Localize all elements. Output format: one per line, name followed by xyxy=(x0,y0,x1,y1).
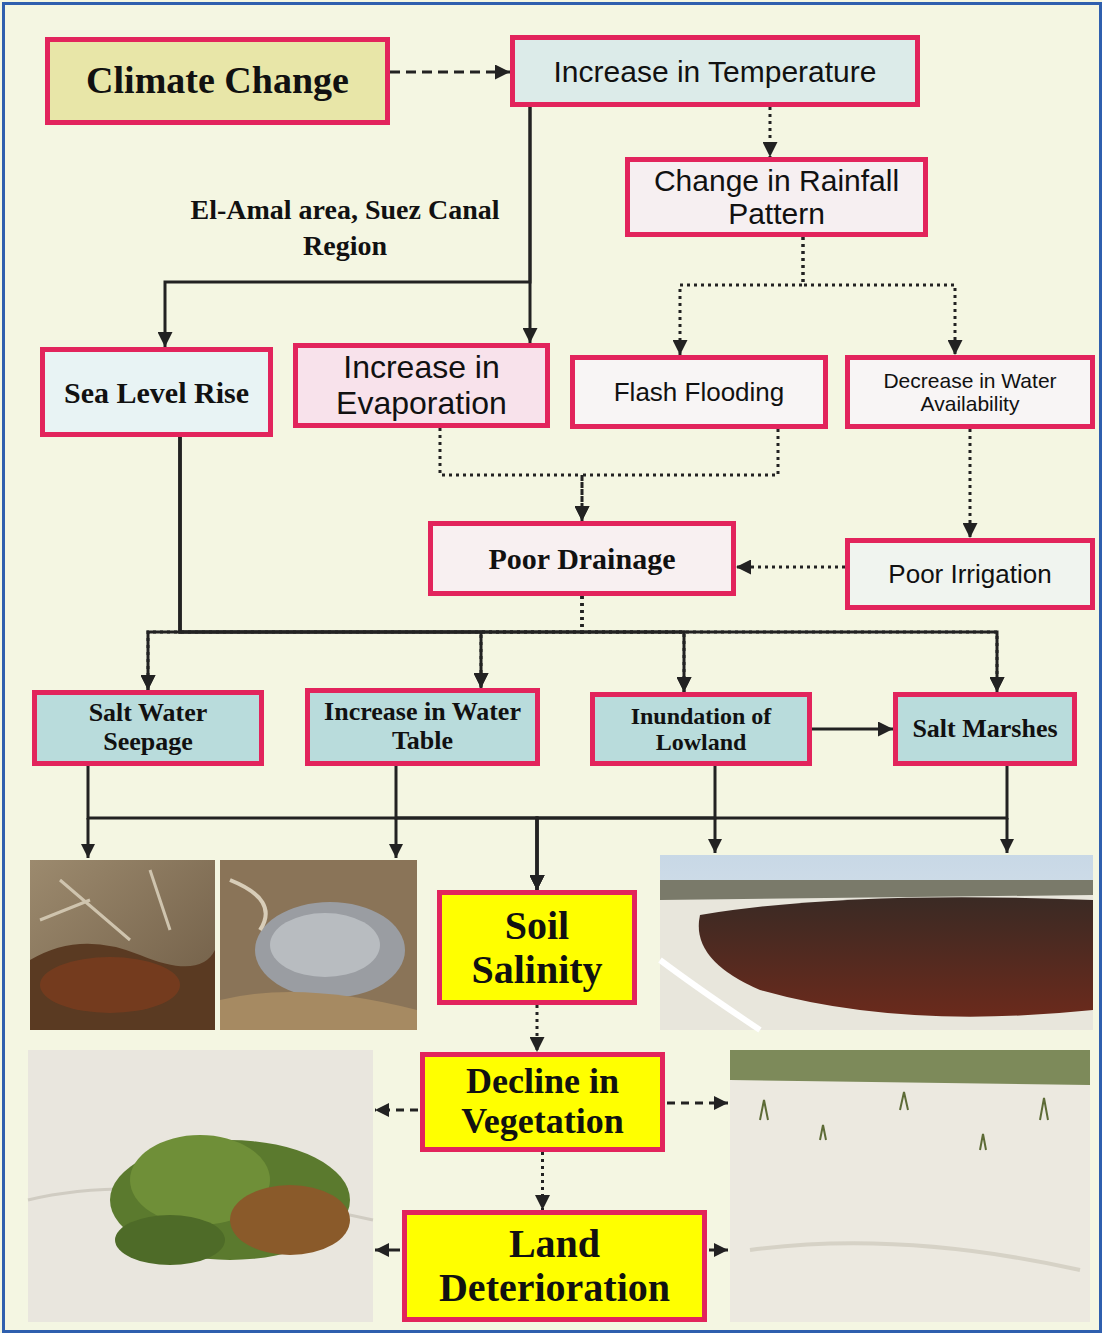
connector xyxy=(529,107,532,343)
cause-box: Climate Change xyxy=(45,37,390,125)
connector xyxy=(537,766,715,890)
connector xyxy=(537,766,1007,890)
effect-box: Decrease in Water Availability xyxy=(845,355,1095,429)
connector xyxy=(396,766,537,890)
node-text: Land Deterioration xyxy=(413,1222,696,1310)
node-text: Decline in Vegetation xyxy=(431,1062,654,1141)
connector xyxy=(736,566,845,569)
node-text: Decrease in Water Availability xyxy=(856,369,1084,415)
photo-seepage xyxy=(30,860,215,1030)
node-text: Change in Rainfall Pattern xyxy=(636,164,917,230)
photo-arrows xyxy=(88,818,1007,1250)
impact-box: Salt Water Seepage xyxy=(32,690,264,766)
node-text: Soil Salinity xyxy=(448,904,626,992)
connector xyxy=(481,596,582,688)
effect-box: Increase in Temperature xyxy=(510,35,920,107)
effect-box: Flash Flooding xyxy=(570,355,828,429)
photo-shrub xyxy=(28,1050,373,1322)
process-box: Poor Drainage xyxy=(428,521,736,596)
process-box: Poor Irrigation xyxy=(845,538,1095,610)
node-text: Salt Water Seepage xyxy=(43,699,253,756)
effect-box: Change in Rainfall Pattern xyxy=(625,157,928,237)
impact-box: Inundation of Lowland xyxy=(590,692,812,766)
connector xyxy=(541,1152,544,1210)
connector xyxy=(88,766,537,890)
node-text: Poor Irrigation xyxy=(888,560,1051,589)
connector xyxy=(812,728,893,731)
connector xyxy=(969,429,972,538)
connector xyxy=(536,1005,539,1052)
node-text: Inundation of Lowland xyxy=(601,703,801,756)
node-text: Poor Drainage xyxy=(489,542,676,575)
result-box: Soil Salinity xyxy=(437,890,637,1005)
effect-box: Increase in Evaporation xyxy=(293,343,550,428)
effect-box: Sea Level Rise xyxy=(40,347,273,437)
connector xyxy=(148,596,582,690)
connector xyxy=(165,107,530,347)
connector xyxy=(582,596,997,692)
connector xyxy=(148,437,180,690)
result-box: Land Deterioration xyxy=(402,1210,707,1322)
connector xyxy=(803,237,955,355)
node-text: Increase in Evaporation xyxy=(304,350,539,420)
node-text: Climate Change xyxy=(86,60,349,102)
photo-salt-flat xyxy=(730,1050,1090,1322)
node-text: Increase in Temperature xyxy=(554,55,877,88)
connector xyxy=(582,429,778,521)
connector xyxy=(440,428,582,521)
connector xyxy=(390,71,510,74)
connector xyxy=(680,237,803,355)
node-text: Increase in Water Table xyxy=(316,698,529,755)
node-text: Salt Marshes xyxy=(912,715,1057,744)
node-text: Sea Level Rise xyxy=(64,376,249,409)
impact-box: Increase in Water Table xyxy=(305,688,540,766)
connector xyxy=(582,596,684,692)
result-box: Decline in Vegetation xyxy=(420,1052,665,1152)
node-text: Flash Flooding xyxy=(614,378,785,407)
photo-salt-crust xyxy=(220,860,417,1030)
photo-salt-marsh xyxy=(660,855,1093,1030)
impact-box: Salt Marshes xyxy=(893,692,1077,766)
region-label: El-Amal area, Suez Canal Region xyxy=(190,192,500,265)
connector xyxy=(769,107,772,157)
